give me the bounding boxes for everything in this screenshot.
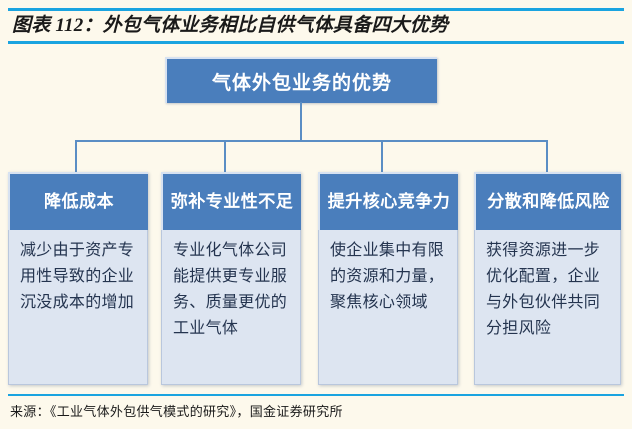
- advantage-card-2: 弥补专业性不足 专业化气体公司能提供更专业服务、质量更优的工业气体: [161, 172, 301, 385]
- connector-branch-1: [75, 140, 77, 173]
- connector-horizontal-bus: [75, 140, 548, 142]
- advantage-card-1-body: 减少由于资产专用性导致的企业沉没成本的增加: [8, 230, 148, 385]
- advantage-card-3: 提升核心竞争力 使企业集中有限的资源和力量，聚焦核心领域: [318, 172, 458, 385]
- connector-branch-2: [224, 140, 226, 173]
- advantage-card-2-body: 专业化气体公司能提供更专业服务、质量更优的工业气体: [161, 230, 301, 385]
- advantage-card-3-body: 使企业集中有限的资源和力量，聚焦核心领域: [318, 230, 458, 385]
- advantage-card-2-header: 弥补专业性不足: [161, 172, 301, 230]
- page-title: 图表 112：外包气体业务相比自供气体具备四大优势: [12, 15, 449, 36]
- connector-root-vertical: [300, 102, 302, 141]
- advantage-columns: 降低成本 减少由于资产专用性导致的企业沉没成本的增加 弥补专业性不足 专业化气体…: [8, 172, 622, 385]
- title-rule-top: [8, 8, 624, 11]
- advantage-card-4-body: 获得资源进一步优化配置，企业与外包伙伴共同分担风险: [474, 230, 621, 385]
- source-note: 来源：《工业气体外包供气模式的研究》，国金证券研究所: [10, 404, 343, 419]
- advantage-card-1: 降低成本 减少由于资产专用性导致的企业沉没成本的增加: [8, 172, 148, 385]
- advantage-card-4: 分散和降低风险 获得资源进一步优化配置，企业与外包伙伴共同分担风险: [474, 172, 621, 385]
- title-rule-bottom: [8, 41, 624, 44]
- advantage-card-3-header: 提升核心竞争力: [318, 172, 458, 230]
- connector-branch-3: [381, 140, 383, 173]
- connector-branch-4: [546, 140, 548, 173]
- footer-rule: [8, 394, 624, 396]
- advantage-card-4-header: 分散和降低风险: [474, 172, 621, 230]
- root-node-label: 气体外包业务的优势: [211, 72, 392, 94]
- root-node: 气体外包业务的优势: [165, 57, 437, 103]
- advantage-card-1-header: 降低成本: [8, 172, 148, 230]
